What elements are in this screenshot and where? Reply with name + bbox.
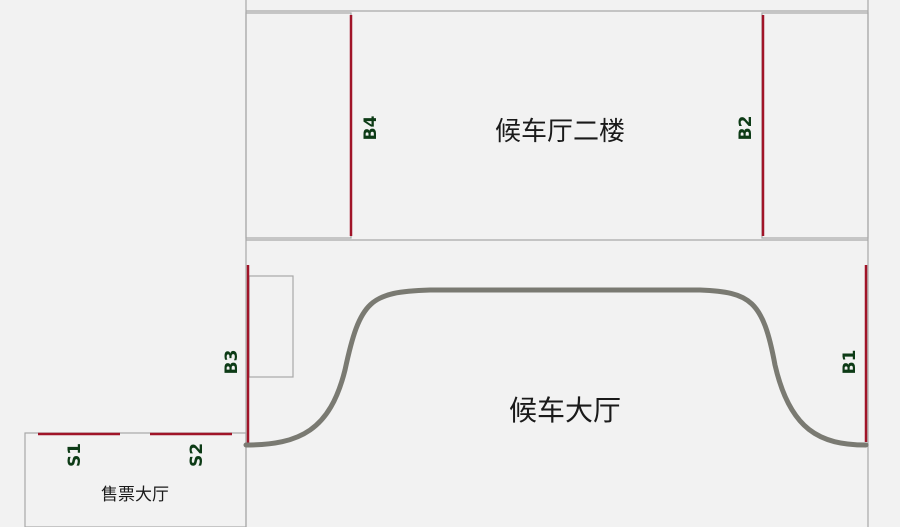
door-label-b1: B1	[840, 350, 860, 375]
ticket-hall-label: 售票大厅	[101, 485, 169, 505]
main-hall-label: 候车大厅	[509, 394, 621, 427]
door-label-b2: B2	[736, 116, 756, 141]
door-label-b4: B4	[361, 115, 381, 140]
ticket-hall-room	[24, 432, 247, 527]
walking-path	[243, 287, 869, 448]
building-walls	[245, 0, 869, 527]
room-b4	[245, 12, 352, 239]
room-b2	[761, 12, 869, 239]
small-room	[248, 275, 294, 378]
door-label-s1: S1	[65, 443, 85, 467]
doors	[38, 15, 868, 445]
door-label-b3: B3	[222, 350, 242, 375]
door-label-s2: S2	[187, 443, 207, 467]
second-floor-label: 候车厅二楼	[495, 117, 625, 147]
